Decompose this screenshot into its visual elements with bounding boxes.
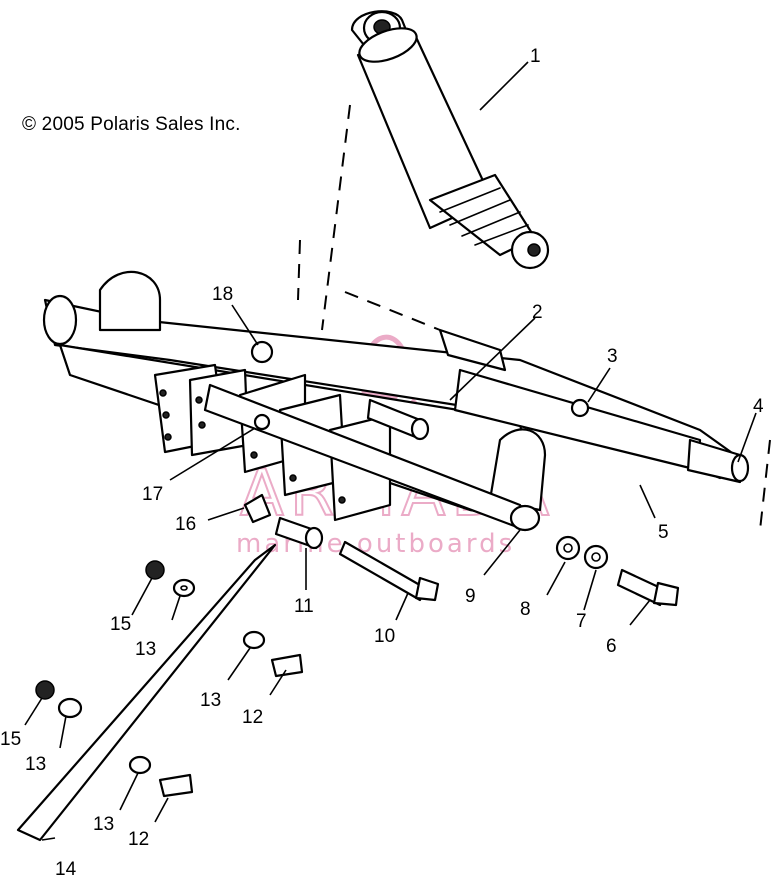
- leader-lines: [24, 61, 757, 841]
- callout-5: 5: [658, 522, 669, 543]
- callout-12-upper: 12: [242, 707, 263, 728]
- callout-14: 14: [55, 859, 77, 878]
- mounting-plates: [153, 363, 541, 532]
- callout-15-upper: 15: [110, 614, 131, 635]
- callout-13-b: 13: [200, 690, 221, 711]
- callout-1: 1: [530, 46, 541, 67]
- callout-13-a: 13: [135, 639, 156, 660]
- callout-12-lower: 12: [128, 829, 149, 850]
- copyright-notice: © 2005 Polaris Sales Inc.: [22, 114, 241, 135]
- hardware: [243, 340, 680, 607]
- callout-3: 3: [607, 346, 618, 367]
- callout-16: 16: [175, 514, 196, 535]
- callout-7: 7: [576, 611, 587, 632]
- callout-labels: 1 2 3 4 5 6 7 8 9 10 11 12 12 13 13 13 1…: [0, 46, 764, 878]
- callout-11: 11: [294, 596, 314, 617]
- shock-absorber: [297, 10, 550, 331]
- callout-8: 8: [520, 599, 531, 620]
- strap-assembly: [16, 543, 304, 842]
- callout-18: 18: [212, 284, 233, 305]
- callout-15-lower: 15: [0, 729, 21, 750]
- callout-13-c: 13: [25, 754, 46, 775]
- callout-9: 9: [465, 586, 476, 607]
- callout-17: 17: [142, 484, 163, 505]
- callout-10: 10: [374, 626, 395, 647]
- callout-13-d: 13: [93, 814, 114, 835]
- callout-6: 6: [606, 636, 617, 657]
- callout-2: 2: [532, 302, 543, 323]
- callout-4: 4: [753, 396, 764, 417]
